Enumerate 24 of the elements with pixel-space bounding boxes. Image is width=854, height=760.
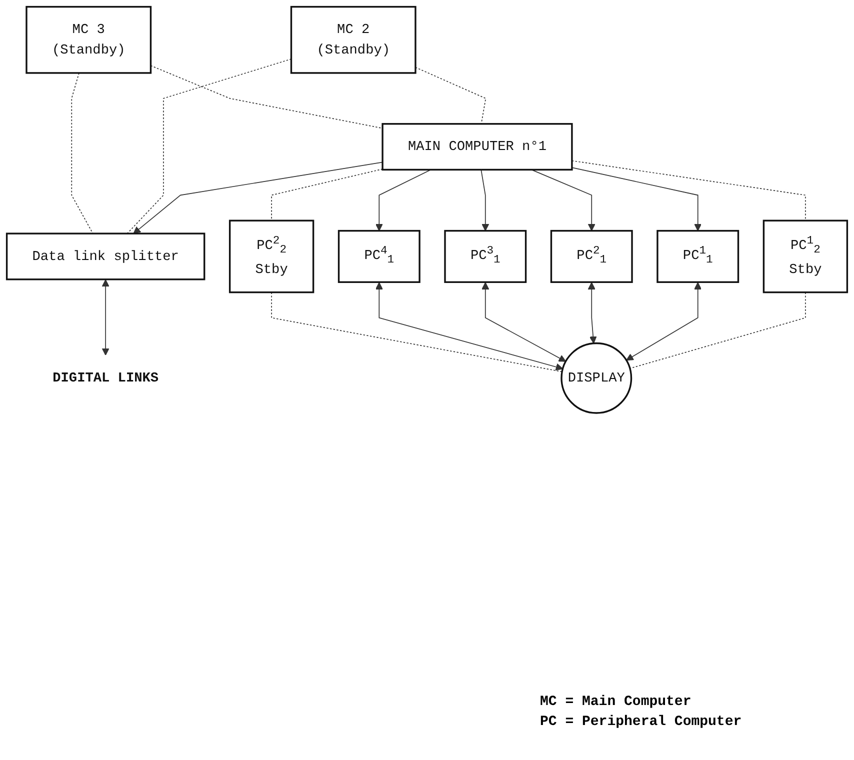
arrow xyxy=(626,282,702,361)
node-text: DIGITAL LINKS xyxy=(52,370,159,386)
abbreviation-note: PC = Peripheral Computer xyxy=(540,714,742,730)
node-box: MC 3 (Standby) xyxy=(26,6,152,74)
arrow xyxy=(482,282,566,362)
connector xyxy=(572,160,806,222)
connector xyxy=(71,72,94,234)
node-box: Data link splitter xyxy=(6,232,206,280)
arrow xyxy=(588,282,597,344)
node-circle: DISPLAY xyxy=(560,342,632,414)
connector xyxy=(271,168,383,222)
connector xyxy=(415,66,486,124)
arrow xyxy=(531,169,596,232)
abbreviation-note: MC = Main Computer xyxy=(540,694,692,710)
arrow xyxy=(375,282,564,371)
connector xyxy=(629,292,806,369)
arrow xyxy=(102,279,110,356)
node-box: MAIN COMPUTER n°1 xyxy=(382,123,573,171)
arrow xyxy=(133,162,383,234)
arrow xyxy=(480,169,490,232)
connector xyxy=(271,292,562,372)
arrow xyxy=(572,167,702,232)
node-box: MC 2 (Standby) xyxy=(290,6,416,74)
arrow xyxy=(375,169,432,232)
